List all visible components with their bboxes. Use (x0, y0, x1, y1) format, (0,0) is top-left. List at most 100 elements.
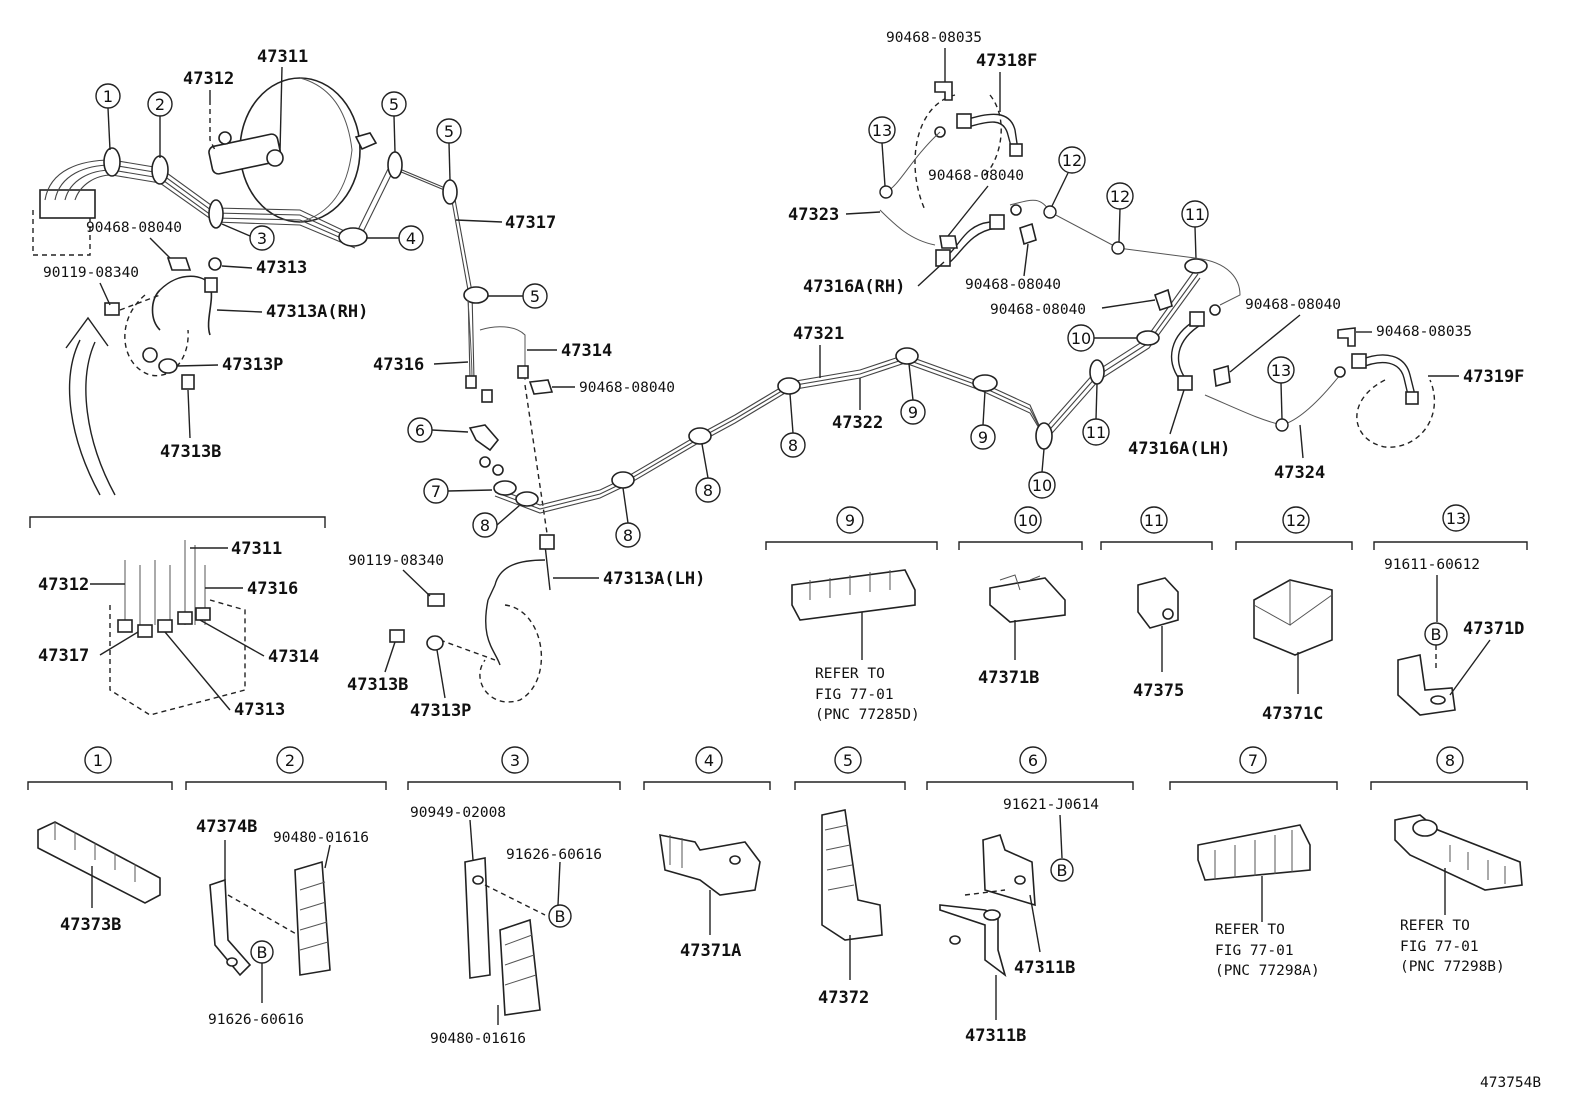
callout-13a: 13 (868, 116, 896, 187)
callout-10a: 10 (1028, 448, 1056, 499)
svg-text:8: 8 (1445, 751, 1455, 770)
detail-view-master-cylinder (29, 516, 326, 716)
svg-text:9: 9 (908, 403, 918, 422)
refer-7-line1: REFER TO (1215, 922, 1285, 938)
svg-text:3: 3 (510, 751, 520, 770)
refer-8-line2: FIG 77-01 (1400, 939, 1479, 955)
callout-5c: 5 (488, 283, 548, 309)
svg-text:8: 8 (788, 436, 798, 455)
svg-text:12: 12 (1110, 187, 1130, 206)
label-90119-08340-a: 90119-08340 (43, 265, 139, 281)
svg-text:5: 5 (530, 287, 540, 306)
label-90468-08035-a: 90468-08035 (886, 30, 982, 46)
label-90468-08035-b: 90468-08035 (1376, 324, 1472, 340)
svg-text:5: 5 (444, 122, 454, 141)
label-91626-60616-a: 91626-60616 (208, 1012, 304, 1028)
callout-6: 6 (407, 417, 469, 443)
callout-8c: 8 (695, 443, 721, 503)
svg-text:B: B (1057, 861, 1068, 880)
svg-text:13: 13 (1446, 509, 1466, 528)
label-47316-a: 47316 (373, 355, 424, 375)
label-47312-top: 47312 (183, 69, 234, 89)
svg-text:10: 10 (1032, 476, 1052, 495)
rear-rh-hose-assembly (879, 81, 1241, 312)
svg-text:13: 13 (1271, 361, 1291, 380)
label-91611-60612: 91611-60612 (1384, 557, 1480, 573)
svg-text:10: 10 (1071, 329, 1091, 348)
label-47313A-RH: 47313A(RH) (266, 302, 368, 322)
detail-label-47316: 47316 (247, 579, 298, 599)
callout-12a: 12 (1051, 146, 1086, 207)
label-47316A-LH: 47316A(LH) (1128, 439, 1230, 459)
callout-2: 2 (147, 91, 173, 158)
detail-label-47313: 47313 (234, 700, 285, 720)
label-90480-01616-a: 90480-01616 (273, 830, 369, 846)
label-47319F: 47319F (1463, 367, 1524, 387)
svg-text:13: 13 (872, 121, 892, 140)
detail-label-47314: 47314 (268, 647, 319, 667)
svg-text:11: 11 (1185, 205, 1205, 224)
callout-7: 7 (423, 478, 493, 504)
label-47323: 47323 (788, 205, 839, 225)
svg-text:6: 6 (1028, 751, 1038, 770)
svg-text:2: 2 (285, 751, 295, 770)
svg-text:9: 9 (978, 428, 988, 447)
label-91626-60616-b: 91626-60616 (506, 847, 602, 863)
refer-9-line2: FIG 77-01 (815, 687, 894, 703)
svg-text:4: 4 (704, 751, 714, 770)
label-47313B-a: 47313B (160, 442, 221, 462)
detail-clip-2: 2 B (185, 746, 387, 1003)
svg-text:2: 2 (155, 95, 165, 114)
label-47311B-b: 47311B (965, 1026, 1026, 1046)
detail-clip-13: 13 B (1373, 504, 1528, 716)
refer-9-line1: REFER TO (815, 666, 885, 682)
label-47313A-LH: 47313A(LH) (603, 569, 705, 589)
detail-clip-7: 7 (1169, 746, 1338, 922)
callout-11b: 11 (1181, 200, 1209, 260)
detail-clip-12: 12 (1235, 506, 1353, 694)
hose-47313A-LH (389, 534, 555, 703)
svg-text:8: 8 (703, 481, 713, 500)
svg-text:12: 12 (1062, 151, 1082, 170)
callout-8b: 8 (615, 487, 641, 548)
svg-text:3: 3 (257, 229, 267, 248)
label-47373B: 47373B (60, 915, 121, 935)
label-47313-a: 47313 (256, 258, 307, 278)
svg-text:9: 9 (845, 511, 855, 530)
label-47313B-b: 47313B (347, 675, 408, 695)
label-47371B: 47371B (978, 668, 1039, 688)
label-47372: 47372 (818, 988, 869, 1008)
svg-text:1: 1 (93, 751, 103, 770)
label-47371C: 47371C (1262, 704, 1323, 724)
label-47314-a: 47314 (561, 341, 612, 361)
callout-8d: 8 (780, 393, 806, 458)
label-47316A-RH: 47316A(RH) (803, 277, 905, 297)
callout-1: 1 (95, 83, 121, 151)
svg-text:5: 5 (843, 751, 853, 770)
svg-text:8: 8 (480, 516, 490, 535)
label-47311-top: 47311 (257, 47, 308, 67)
refer-8-line1: REFER TO (1400, 918, 1470, 934)
label-47375: 47375 (1133, 681, 1184, 701)
svg-text:5: 5 (389, 95, 399, 114)
svg-text:11: 11 (1144, 511, 1164, 530)
callout-10b: 10 (1067, 324, 1137, 352)
detail-label-47312: 47312 (38, 575, 89, 595)
label-90468-08040-e: 90468-08040 (990, 302, 1086, 318)
callout-9b: 9 (970, 390, 996, 450)
detail-clip-5: 5 (794, 746, 906, 980)
detail-clip-1: 1 (27, 746, 173, 908)
label-47371D: 47371D (1463, 619, 1524, 639)
svg-text:7: 7 (1248, 751, 1258, 770)
svg-text:6: 6 (415, 421, 425, 440)
label-90468-08040-d: 90468-08040 (965, 277, 1061, 293)
label-47311B-a: 47311B (1014, 958, 1075, 978)
label-47321: 47321 (793, 324, 844, 344)
label-47324: 47324 (1274, 463, 1325, 483)
label-90468-08040-b: 90468-08040 (579, 380, 675, 396)
label-47322: 47322 (832, 413, 883, 433)
label-90949-02008: 90949-02008 (410, 805, 506, 821)
detail-clip-8: 8 (1370, 746, 1528, 915)
detail-label-47317: 47317 (38, 646, 89, 666)
